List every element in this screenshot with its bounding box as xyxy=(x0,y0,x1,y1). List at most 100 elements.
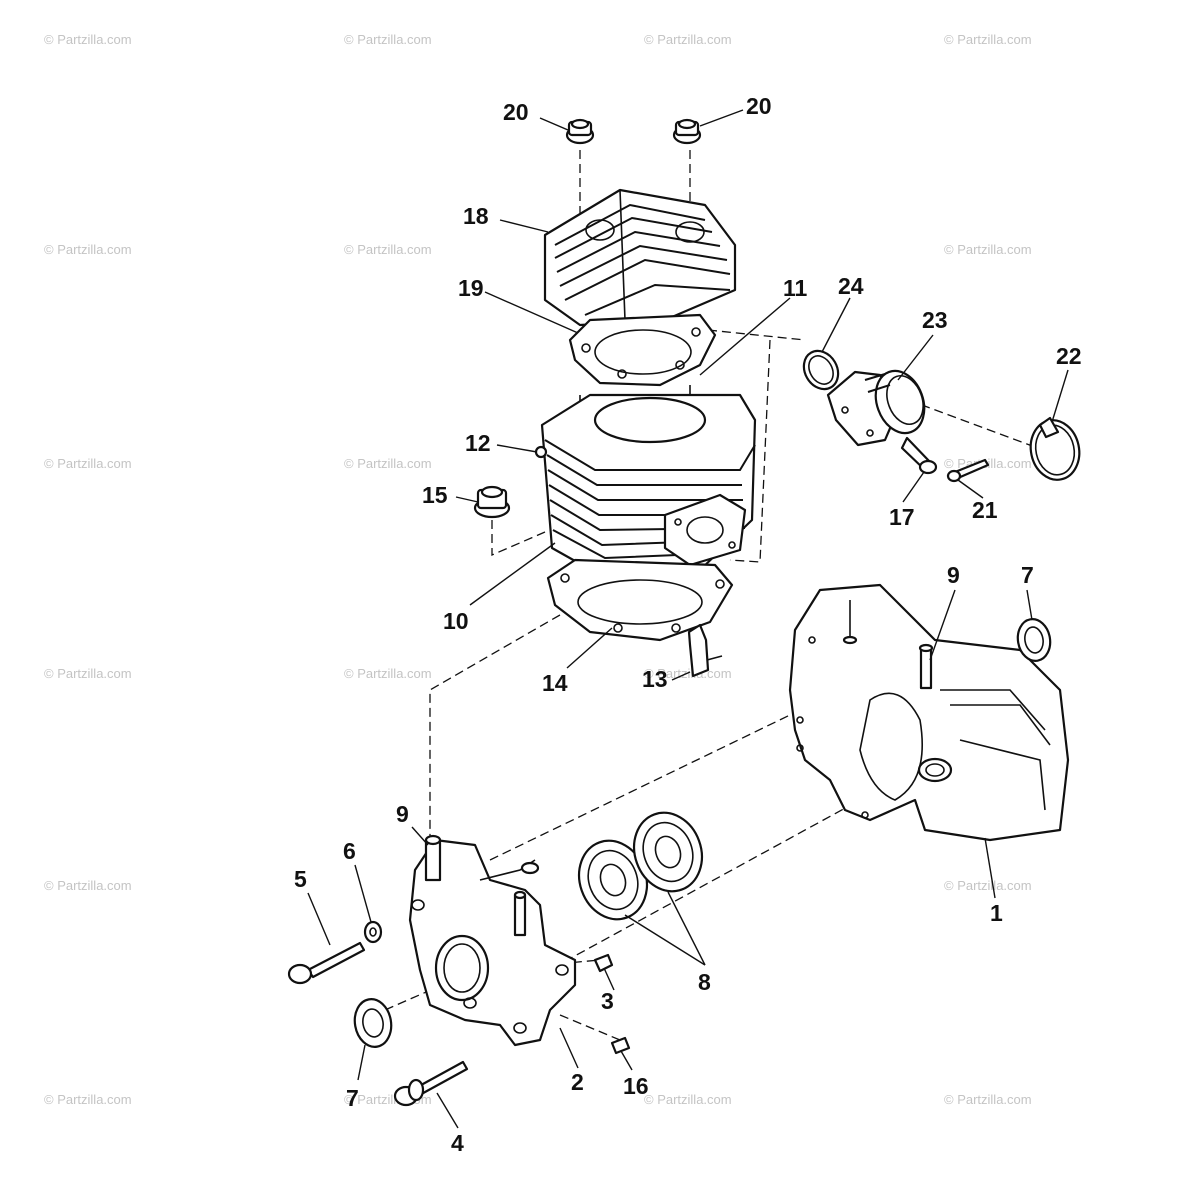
watermark: © Partzilla.com xyxy=(344,32,432,47)
stud-13 xyxy=(687,623,723,678)
o-ring-24 xyxy=(802,349,840,391)
leader xyxy=(357,1044,366,1081)
leader xyxy=(559,1027,579,1069)
base-gasket-14 xyxy=(546,558,734,642)
callout-17: 17 xyxy=(889,504,915,530)
callout-22: 22 xyxy=(1056,343,1082,369)
oil-seal-7-right xyxy=(1016,618,1052,662)
dowel-pin-3 xyxy=(593,953,614,973)
callout-21: 21 xyxy=(972,497,998,523)
watermark: © Partzilla.com xyxy=(944,878,1032,893)
watermark: © Partzilla.com xyxy=(44,878,132,893)
leader xyxy=(539,117,569,131)
assembly-line xyxy=(707,329,806,341)
leader xyxy=(821,297,851,353)
leader xyxy=(411,826,429,846)
washer-6 xyxy=(363,920,383,944)
callout-4: 4 xyxy=(451,1130,464,1156)
assembly-line xyxy=(894,394,1036,448)
assembly-line xyxy=(429,614,561,860)
leader xyxy=(307,892,331,946)
flange-nut-15 xyxy=(473,485,511,519)
leader xyxy=(620,1050,633,1071)
callout-1: 1 xyxy=(990,900,1003,926)
callout-8: 8 xyxy=(698,969,711,995)
bearing-8-b xyxy=(633,811,703,893)
flange-nut-20-left xyxy=(565,118,595,145)
callout-7: 7 xyxy=(346,1085,359,1111)
callout-14: 14 xyxy=(542,670,568,696)
leader xyxy=(354,864,372,923)
leader-lines xyxy=(307,109,1069,1129)
callout-23: 23 xyxy=(922,307,948,333)
dowel-pin-16 xyxy=(610,1036,631,1055)
oil-seal-7-left xyxy=(353,998,393,1048)
callout-2: 2 xyxy=(571,1069,584,1095)
bearing-8-a xyxy=(578,839,648,921)
bolt-5 xyxy=(287,941,366,985)
watermark: © Partzilla.com xyxy=(944,1092,1032,1107)
watermark: © Partzilla.com xyxy=(44,1092,132,1107)
leader xyxy=(1026,589,1033,621)
leader xyxy=(436,1092,459,1129)
watermark: © Partzilla.com xyxy=(44,32,132,47)
callout-18: 18 xyxy=(463,203,489,229)
callout-19: 19 xyxy=(458,275,484,301)
watermark: © Partzilla.com xyxy=(344,666,432,681)
leader xyxy=(499,219,549,233)
watermark: © Partzilla.com xyxy=(44,456,132,471)
cylinder-head-18 xyxy=(543,188,737,327)
assembly-line xyxy=(729,339,771,563)
leader xyxy=(496,444,538,453)
intake-flange-23 xyxy=(826,369,926,447)
callout-13: 13 xyxy=(642,666,668,692)
flange-nut-20-right xyxy=(672,118,702,145)
watermark: © Partzilla.com xyxy=(644,1092,732,1107)
assembly-line xyxy=(539,799,861,976)
watermark: © Partzilla.com xyxy=(944,242,1032,257)
cylinder-stud-12 xyxy=(534,445,548,459)
callout-20: 20 xyxy=(503,99,529,125)
leader xyxy=(902,471,925,503)
watermark: © Partzilla.com xyxy=(644,32,732,47)
crankcase-right-1 xyxy=(788,583,1070,842)
callout-5: 5 xyxy=(294,866,307,892)
leader xyxy=(667,891,706,966)
callout-12: 12 xyxy=(465,430,491,456)
watermark: © Partzilla.com xyxy=(344,456,432,471)
screw-21 xyxy=(946,458,990,483)
watermark: © Partzilla.com xyxy=(344,242,432,257)
leader xyxy=(455,496,479,503)
watermark: © Partzilla.com xyxy=(44,242,132,257)
leader xyxy=(699,109,744,127)
flange-bolt-4 xyxy=(393,1060,469,1107)
callout-16: 16 xyxy=(623,1073,649,1099)
hose-clamp-22 xyxy=(1029,416,1081,481)
leader xyxy=(566,627,613,669)
leader xyxy=(929,589,956,661)
callout-3: 3 xyxy=(601,988,614,1014)
leader xyxy=(699,297,791,376)
head-gasket-19 xyxy=(568,313,717,387)
leader xyxy=(484,291,579,334)
cylinder-10 xyxy=(540,385,757,577)
callout-labels: 20 20 18 19 11 24 23 22 12 15 17 21 10 1… xyxy=(294,93,1082,1156)
crankcase-left-2 xyxy=(408,834,577,1047)
leader xyxy=(1051,369,1069,423)
leader xyxy=(984,837,996,899)
leader xyxy=(671,671,691,681)
callout-7: 7 xyxy=(1021,562,1034,588)
watermark: © Partzilla.com xyxy=(944,32,1032,47)
assembly-line xyxy=(559,1014,621,1041)
callout-9: 9 xyxy=(396,801,409,827)
leader xyxy=(624,914,706,966)
callout-11: 11 xyxy=(783,275,808,301)
assembly-line xyxy=(491,520,546,556)
callout-10: 10 xyxy=(443,608,469,634)
callout-9: 9 xyxy=(947,562,960,588)
callout-24: 24 xyxy=(838,273,864,299)
callout-6: 6 xyxy=(343,838,356,864)
watermark: © Partzilla.com xyxy=(44,666,132,681)
